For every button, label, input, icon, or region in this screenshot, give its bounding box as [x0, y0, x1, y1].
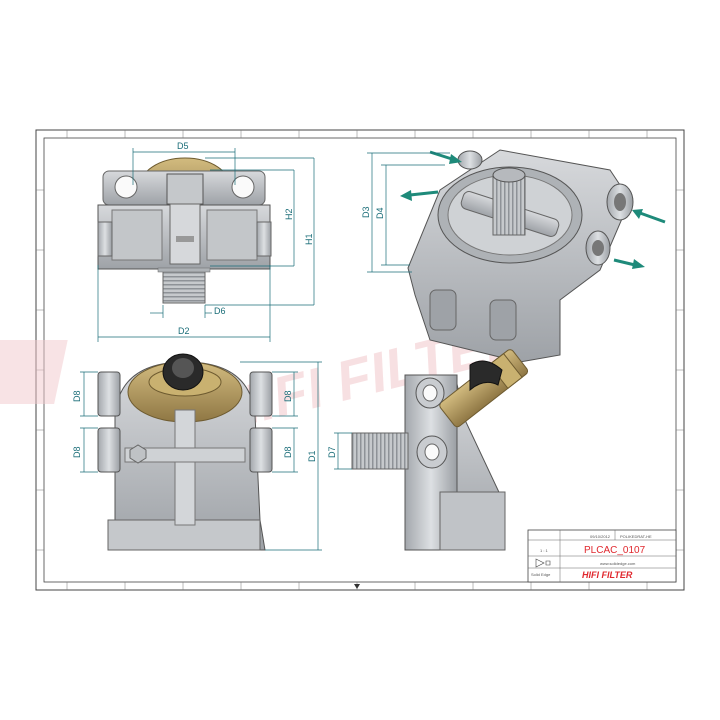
title-sheet: POLIKEDRAT-HE — [620, 534, 652, 539]
dim-d3: D3 — [361, 206, 371, 218]
title-site: www.solidedge.com — [600, 561, 636, 566]
dim-d8-left-lower: D8 — [72, 446, 82, 458]
isometric-view — [407, 149, 634, 363]
dim-d8-right-upper: D8 — [283, 390, 293, 402]
title-block — [527, 529, 677, 583]
side-dimensions — [334, 432, 352, 470]
dim-d6: D6 — [214, 306, 226, 316]
dim-d2: D2 — [178, 326, 190, 336]
title-software: Solid Edge — [531, 572, 551, 577]
front-view-bottom — [97, 353, 273, 551]
dim-h1: H1 — [304, 233, 314, 245]
side-view — [351, 349, 529, 551]
flow-arrows — [400, 150, 666, 269]
front-view-top — [97, 157, 272, 304]
dim-d4: D4 — [375, 207, 385, 219]
dim-h2: H2 — [284, 208, 294, 220]
dim-d7: D7 — [327, 446, 337, 458]
dim-d5: D5 — [177, 141, 189, 151]
title-date: 09/10/2012 — [590, 534, 611, 539]
iso-dimensions — [367, 152, 450, 273]
brand-name: HIFI FILTER — [582, 570, 633, 580]
dim-d1: D1 — [307, 450, 317, 462]
front-bottom-dimensions — [80, 361, 322, 551]
dim-d8-left-upper: D8 — [72, 390, 82, 402]
dim-d8-right-lower: D8 — [283, 446, 293, 458]
title-scale: 1 : 1 — [540, 548, 549, 553]
front-top-dimensions — [97, 148, 315, 342]
part-code: PLCAC_0107 — [584, 545, 646, 556]
